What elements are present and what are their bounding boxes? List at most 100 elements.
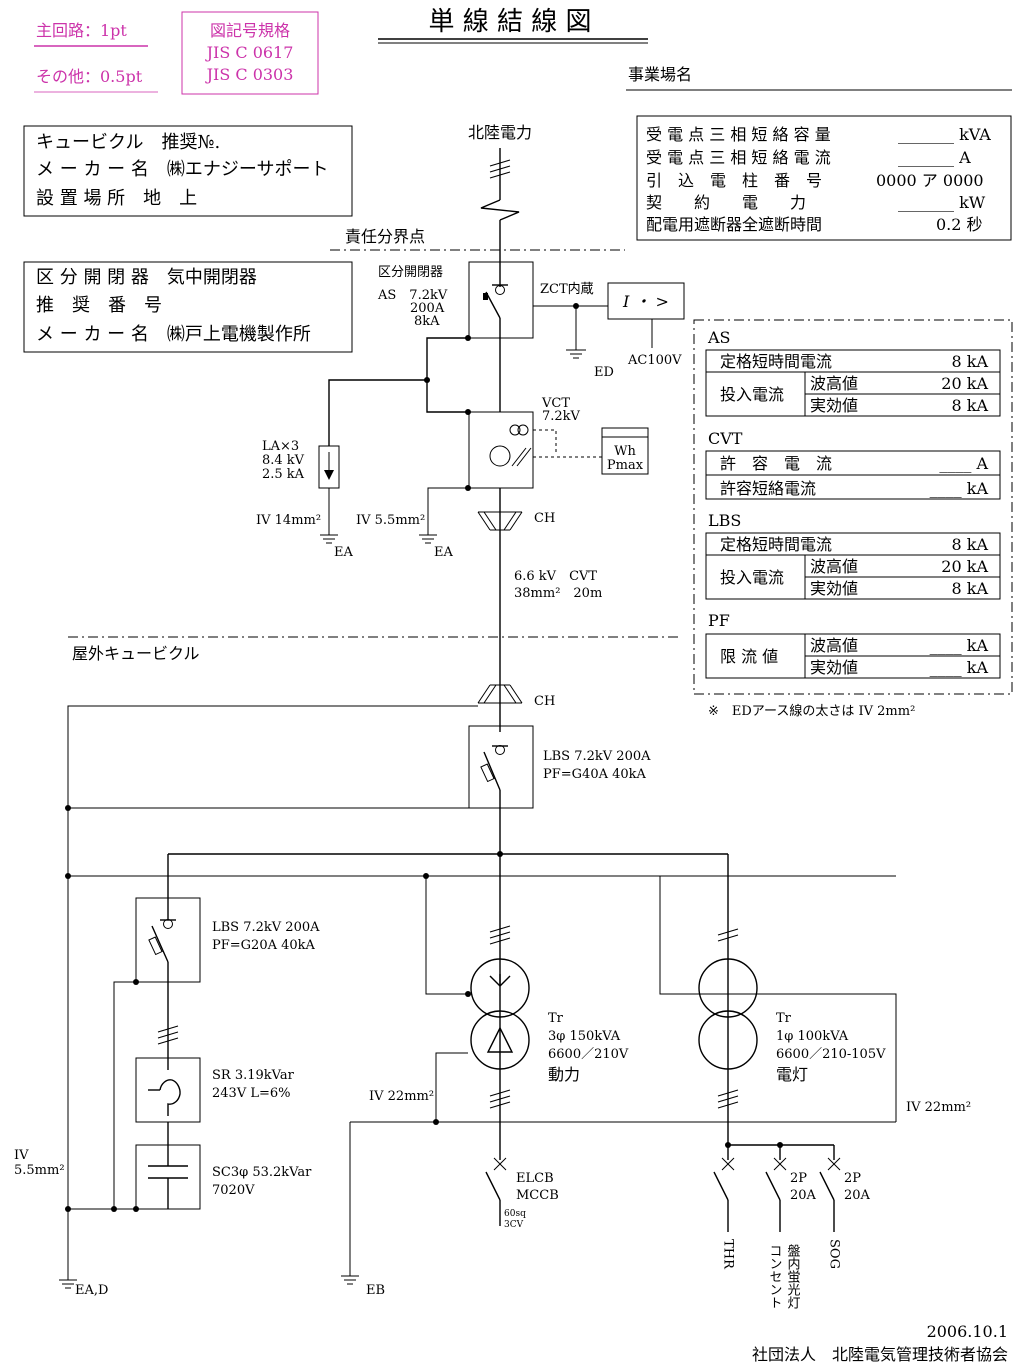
lbs-sc-spec-2: PF=G20A 40kA — [212, 938, 316, 953]
page-title: 単 線 結 線 図 — [428, 7, 591, 37]
service-info-box — [636, 115, 1012, 241]
rating-as-rms-value: 8 kA — [951, 396, 988, 415]
site-label: 事業場名 — [628, 65, 692, 84]
tr2-secondary-mark — [717, 1089, 739, 1109]
p2b-rating: 20A — [844, 1188, 871, 1203]
boundary-label: 責任分界点 — [345, 227, 425, 246]
la-bypass-line — [426, 337, 468, 413]
ead-ground-icon — [59, 1279, 77, 1289]
rating-pf-table — [705, 633, 1001, 679]
tr2-label: Tr — [776, 1011, 792, 1026]
rating-lbs-title: LBS — [708, 511, 741, 530]
iv55b-label-2: 5.5mm² — [14, 1163, 65, 1178]
rating-cvt-r2: 許容短絡電流 — [720, 479, 816, 498]
tr1-case-ground — [425, 876, 468, 995]
as-name: 区分開閉器 — [378, 265, 443, 280]
rating-lbs-r1: 定格短時間電流 — [720, 535, 832, 554]
switch-row-3: メ ー カ ー 名 ㈱戸上電機製作所 — [36, 324, 311, 345]
tr2-use: 電灯 — [776, 1065, 808, 1084]
ground-node-5 — [111, 1206, 117, 1212]
ead-label: EA,D — [75, 1283, 108, 1298]
service-row-1-label: 受 電 点 三 相 短 絡 容 量 — [646, 125, 831, 144]
incoming-3phase-mark — [489, 159, 511, 179]
lbs-sc-ground-node — [133, 979, 139, 985]
lightning-arrester-icon — [318, 445, 340, 489]
switch-row-2: 推 奨 番 号 — [36, 295, 162, 316]
as-spec-3: 8kA — [414, 314, 440, 329]
footer-date: 2006.10.1 — [927, 1322, 1008, 1341]
vct-box — [468, 411, 534, 489]
la-label-3: 2.5 kA — [262, 467, 305, 482]
cvt-spec-1: 6.6 kV CVT — [514, 569, 597, 584]
tr1-secondary-mark — [489, 1089, 511, 1109]
p2a-rating: 20A — [790, 1188, 817, 1203]
cubicle-info-box — [23, 125, 353, 217]
lbs-main-spec-1: LBS 7.2kV 200A — [543, 749, 651, 764]
standard-box — [181, 11, 319, 95]
as-spec-1: AS 7.2kV — [377, 288, 448, 303]
rating-as-r1-value: 8 kA — [951, 352, 988, 371]
service-row-3-label: 引 込 電 柱 番 号 — [646, 171, 822, 190]
iv55b-label-1: IV — [14, 1148, 29, 1163]
load-thr: THR — [721, 1239, 736, 1270]
rating-lbs-table — [705, 532, 1001, 600]
rating-pf-peak: 波高値 — [810, 636, 858, 655]
rating-as-peak-value: 20 kA — [941, 374, 988, 393]
tr1-voltage: 6600／210V — [548, 1047, 629, 1062]
service-row-5-value: 0.2 秒 — [936, 215, 983, 234]
cubicle-row-3: 設 置 場 所 地 上 — [36, 188, 197, 209]
vct-icon — [489, 424, 532, 467]
iv22a-label: IV 22mm² — [369, 1089, 434, 1104]
rating-pf-r1: 限 流 値 — [720, 647, 778, 666]
service-row-1-value: _______ kVA — [898, 125, 991, 144]
ground-wire-note: ※ EDアース線の太さは IV 2mm² — [708, 703, 915, 719]
pmax-label: Pmax — [607, 458, 644, 473]
rating-lbs-rms-value: 8 kA — [951, 579, 988, 598]
eb-label: EB — [366, 1283, 385, 1298]
rating-lbs-peak: 波高値 — [810, 557, 858, 576]
vct-label: VCT — [541, 396, 570, 411]
tr2-case-ground — [659, 876, 897, 1122]
ground-node-2 — [65, 873, 71, 879]
tr1-secondary-ground — [435, 1052, 468, 1122]
tr1-label: Tr — [548, 1011, 564, 1026]
sc-spec-1: SC3φ 53.2kVar — [212, 1165, 312, 1180]
ch2-label: CH — [534, 694, 555, 709]
cubicle-row-2: メ ー カ ー 名 ㈱エナジーサポート — [36, 159, 329, 180]
service-row-2-value: _______ A — [898, 148, 971, 167]
standard-1: JIS C 0617 — [205, 43, 294, 62]
tr2-mark — [717, 928, 739, 942]
cable-head-2-icon — [477, 684, 523, 704]
eb-node-1 — [433, 1119, 439, 1125]
rating-as-r1: 定格短時間電流 — [720, 352, 832, 371]
standard-title: 図記号規格 — [210, 21, 290, 40]
transformer-1phase-icon — [698, 958, 758, 1070]
ed-ground-icon — [566, 349, 586, 359]
vct-ground-icon — [419, 534, 437, 544]
rating-as-table — [705, 349, 1001, 417]
load-panel-light: 盤内蛍光灯 — [785, 1244, 801, 1310]
rating-lbs-rms: 実効値 — [810, 579, 858, 598]
tr1-capacity: 3φ 150kVA — [548, 1029, 621, 1044]
lead-in-break-icon — [480, 199, 520, 221]
elcb-breaker-icon — [485, 1157, 507, 1226]
ea-label-2: EA — [434, 545, 453, 560]
rating-pf-rms: 実効値 — [810, 658, 858, 677]
service-row-5-label: 配電用遮断器全遮断時間 — [646, 215, 822, 234]
cable-head-1-icon — [477, 511, 523, 531]
service-row-3-value: 0000 ア 0000 — [876, 171, 984, 190]
elcb-cable-1: 60sq — [504, 1209, 526, 1219]
rating-pf-rms-value: ____ kA — [930, 658, 989, 677]
wh-meter-box — [601, 427, 649, 475]
rating-cvt-r2-value: ____ kA — [930, 479, 989, 498]
elcb-label: ELCB — [516, 1171, 554, 1186]
as-switch-box — [468, 261, 534, 339]
iv14-label: IV 14mm² — [256, 513, 321, 528]
ea-label-1: EA — [334, 545, 353, 560]
hv-bus-node — [497, 851, 503, 857]
standard-2: JIS C 0303 — [205, 65, 294, 84]
p2a-breaker-icon — [765, 1157, 787, 1232]
cubicle-row-1: キュービクル 推奨№. — [36, 132, 220, 153]
lbs-sc-icon — [148, 919, 176, 963]
la-feed-line — [328, 379, 427, 446]
